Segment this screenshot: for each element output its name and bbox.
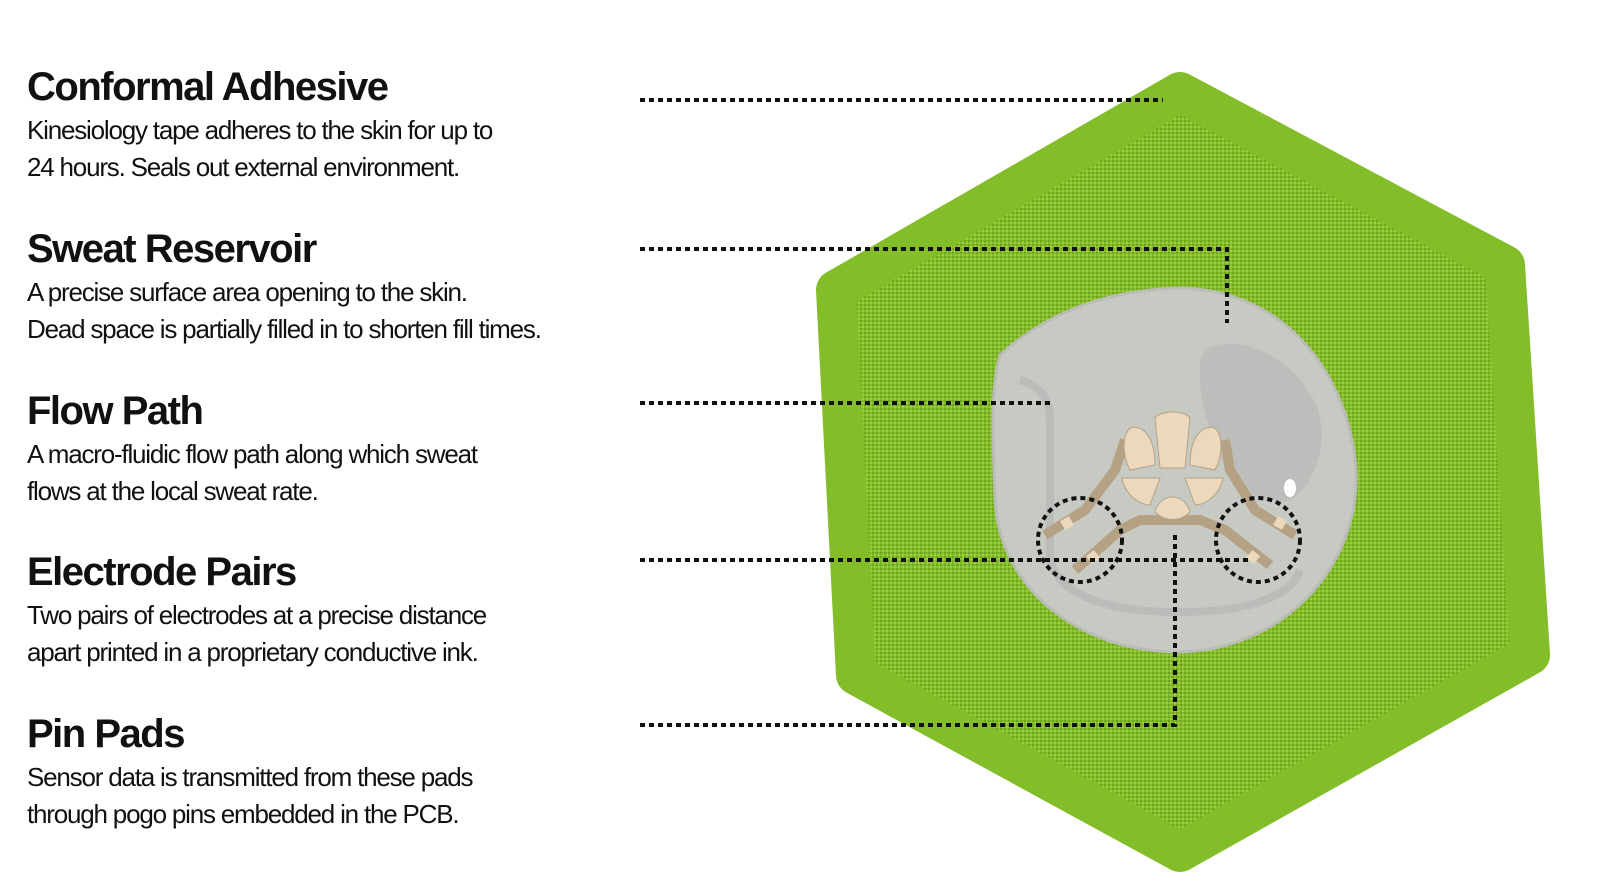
electrode-contacts bbox=[1060, 516, 1287, 565]
pin-pads bbox=[1121, 411, 1224, 520]
leader-pin-pads bbox=[640, 535, 1177, 727]
leader-lines bbox=[640, 98, 1302, 727]
feature-electrode-pairs: Electrode Pairs Two pairs of electrodes … bbox=[27, 549, 667, 671]
feature-title: Sweat Reservoir bbox=[27, 227, 317, 271]
feature-description: A precise surface area opening to the sk… bbox=[27, 277, 542, 344]
feature-description: Kinesiology tape adheres to the skin for… bbox=[27, 115, 493, 182]
electrode-pair-marker-right bbox=[1214, 496, 1302, 584]
feature-title: Conformal Adhesive bbox=[27, 65, 389, 109]
feature-flow-path: Flow Path A macro-fluidic flow path alon… bbox=[27, 388, 667, 510]
highlight bbox=[1284, 479, 1296, 497]
feature-description: Sensor data is transmitted from these pa… bbox=[27, 762, 473, 829]
feature-sweat-reservoir: Sweat Reservoir A precise surface area o… bbox=[27, 226, 667, 348]
electrode-pair-marker-left bbox=[1036, 496, 1124, 584]
feature-pin-pads: Pin Pads Sensor data is transmitted from… bbox=[27, 711, 667, 833]
feature-conformal-adhesive: Conformal Adhesive Kinesiology tape adhe… bbox=[27, 64, 667, 186]
feature-title: Flow Path bbox=[27, 389, 204, 433]
feature-description: A macro-fluidic flow path along which sw… bbox=[27, 439, 478, 506]
feature-title: Pin Pads bbox=[27, 712, 185, 756]
feature-title: Electrode Pairs bbox=[27, 550, 297, 594]
leader-sweat-reservoir bbox=[640, 247, 1229, 323]
feature-description: Two pairs of electrodes at a precise dis… bbox=[27, 600, 487, 667]
